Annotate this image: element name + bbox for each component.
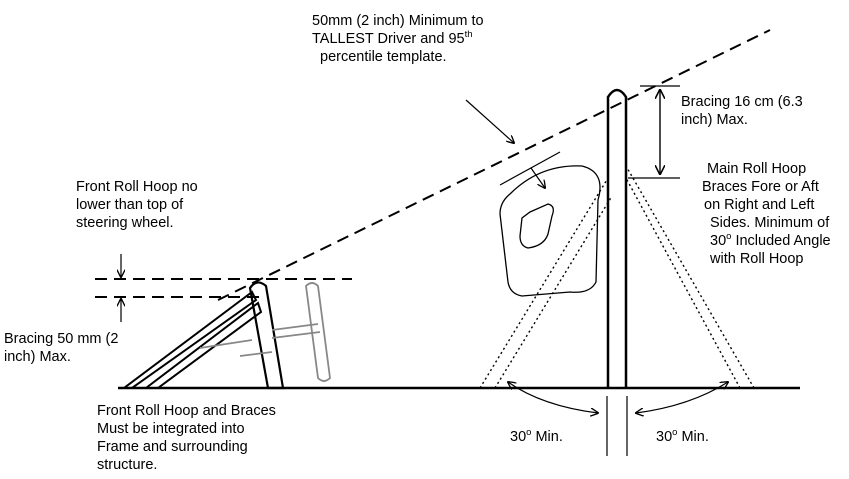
front-hoop-height-line3: steering wheel. — [76, 215, 174, 231]
angle-arc-right — [636, 382, 728, 413]
main-hoop-line5-rest: Included Angle — [731, 233, 831, 249]
main-hoop-braces-label: Main Roll Hoop Braces Fore or Aft on Rig… — [686, 160, 831, 268]
main-hoop-braces — [479, 165, 755, 389]
clearance-label-line2-sup: th — [464, 29, 473, 40]
steering-wheel — [199, 282, 331, 382]
bracing-50-line1: Bracing 50 mm (2 — [4, 331, 119, 347]
front-hoop-height-line1: Front Roll Hoop no — [76, 179, 198, 195]
clearance-label: 50mm (2 inch) Minimum to TALLEST Driver … — [312, 12, 484, 66]
clearance-label-line2: TALLEST Driver and 95th — [312, 30, 484, 48]
bracing-16-label: Bracing 16 cm (6.3 inch) Max. — [681, 93, 803, 129]
driver-helmet-icon — [499, 151, 601, 297]
main-hoop-line5-num: 30 — [710, 233, 727, 249]
clearance-label-line1: 50mm (2 inch) Minimum to — [312, 13, 484, 29]
angle-arc-left — [508, 382, 598, 413]
main-roll-hoop — [606, 88, 628, 388]
main-hoop-line6: with Roll Hoop — [710, 251, 804, 267]
front-braces-line4: structure. — [97, 457, 158, 473]
clearance-dashed-line — [217, 29, 771, 301]
bracing-16-line2: inch) Max. — [681, 112, 748, 128]
angle-right-label: 30o Min. — [656, 428, 709, 446]
angle-right-num: 30 — [656, 429, 673, 445]
main-hoop-line5-sup: o — [726, 231, 732, 242]
bracing-50-label: Bracing 50 mm (2 inch) Max. — [4, 330, 118, 366]
front-braces-line2: Must be integrated into — [97, 421, 245, 437]
clearance-label-line3: percentile template. — [320, 49, 447, 65]
front-roll-hoop-braces — [121, 290, 263, 389]
bracing-50-line2: inch) Max. — [4, 349, 71, 365]
clearance-leader-arrow — [465, 99, 514, 143]
angle-left-sup: o — [526, 427, 532, 438]
angle-left-label: 30o Min. — [510, 428, 563, 446]
front-hoop-height-label: Front Roll Hoop no lower than top of ste… — [76, 178, 198, 232]
main-hoop-line3: on Right and Left — [704, 197, 815, 213]
angle-right-sup: o — [672, 427, 678, 438]
main-hoop-line1: Main Roll Hoop — [707, 161, 807, 177]
front-hoop-height-line2: lower than top of — [76, 197, 184, 213]
bracing-16-line1: Bracing 16 cm (6.3 — [681, 94, 803, 110]
clearance-label-line2-text: TALLEST Driver and 95 — [312, 31, 465, 47]
main-hoop-line2: Braces Fore or Aft — [702, 179, 819, 195]
front-roll-hoop — [248, 281, 285, 390]
front-braces-label: Front Roll Hoop and Braces Must be integ… — [97, 402, 276, 474]
front-braces-line3: Frame and surrounding — [97, 439, 248, 455]
angle-left-num: 30 — [510, 429, 527, 445]
front-braces-line1: Front Roll Hoop and Braces — [97, 403, 276, 419]
angle-left-rest: Min. — [531, 429, 563, 445]
main-hoop-line5: 30o Included Angle — [686, 232, 831, 250]
main-hoop-line4: Sides. Minimum of — [710, 215, 830, 231]
angle-right-rest: Min. — [677, 429, 709, 445]
